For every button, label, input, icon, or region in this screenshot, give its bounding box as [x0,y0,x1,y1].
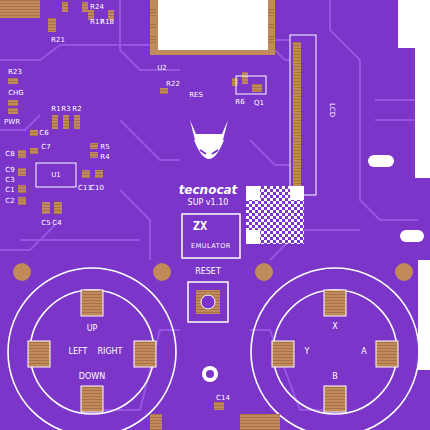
button-label: RIGHT [97,348,122,356]
button-label: LEFT [69,348,88,356]
part-designator: C10 [90,185,104,192]
logo-text: ZX [193,220,207,232]
part-designator: R6 [235,99,244,106]
part-designator: PWR [4,119,20,126]
part-designator: C2 [5,198,14,205]
part-designator: R23 [8,69,22,76]
part-designator: R2 [72,106,81,113]
board-version: SUP v1.10 [188,199,229,207]
part-designator: C8 [5,151,14,158]
part-designator: C14 [216,395,230,402]
button-label: DOWN [79,373,105,381]
connector-label: LCD [328,103,335,117]
brand-text: tecnocat [179,184,238,196]
logo-text: EMULATOR [191,243,231,250]
part-designator: R1 [51,106,60,113]
part-designator: R4 [100,154,109,161]
part-designator: R24 [90,4,104,11]
part-designator: C4 [52,220,61,227]
part-designator: R3 [61,106,70,113]
button-label: A [361,348,366,356]
part-designator: R22 [166,81,180,88]
part-designator: C7 [41,144,50,151]
part-designator: RES [189,92,203,99]
part-designator: R21 [51,37,65,44]
part-designator: C11 [78,185,92,192]
part-designator: CHG [8,90,24,97]
button-label: Y [305,348,310,356]
part-designator: C3 [5,177,14,184]
button-label: B [332,373,338,381]
part-designator: Q1 [254,100,264,107]
button-label: UP [87,325,98,333]
part-designator: U2 [157,65,167,72]
part-designator: R5 [100,144,109,151]
part-designator: C6 [39,130,48,137]
part-designator: R18 [100,19,114,26]
button-label: X [332,323,337,331]
part-designator: U1 [51,172,61,179]
part-designator: C5 [41,220,50,227]
part-designator: C1 [5,187,14,194]
part-designator: C9 [5,167,14,174]
button-label: RESET [195,268,221,276]
